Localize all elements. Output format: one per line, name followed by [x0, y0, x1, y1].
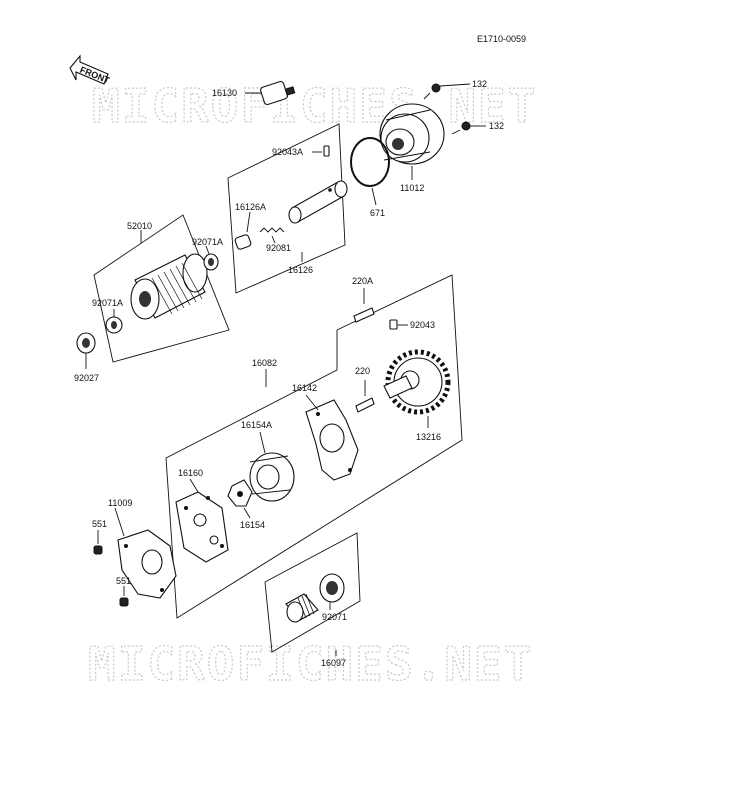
- label-92071A-left: 92071A: [92, 298, 123, 308]
- label-92071: 92071: [322, 612, 347, 622]
- part-132-bolt-b: [451, 121, 486, 135]
- part-11009-cover: [114, 507, 177, 599]
- box-16126: [227, 123, 346, 294]
- part-551-pin-b: [119, 586, 129, 607]
- label-92043: 92043: [410, 320, 435, 330]
- label-16130: 16130: [212, 88, 237, 98]
- label-11009: 11009: [108, 498, 132, 508]
- part-92043-pin: [389, 319, 408, 330]
- label-11012: 11012: [400, 183, 424, 193]
- label-16160: 16160: [178, 468, 203, 478]
- label-16126: 16126: [288, 265, 313, 275]
- label-671: 671: [370, 208, 385, 218]
- part-16154A-outer-rotor: [249, 431, 295, 502]
- part-92071A-oring-left: [105, 309, 123, 334]
- part-16126A-piston: [234, 211, 252, 250]
- part-16142-housing: [305, 394, 359, 481]
- part-92043A-pin: [312, 145, 330, 157]
- part-16154-inner-rotor: [227, 479, 253, 519]
- label-220A: 220A: [352, 276, 373, 286]
- part-92027-collar: [76, 332, 96, 369]
- label-16154: 16154: [240, 520, 265, 530]
- box-52010: [93, 214, 230, 363]
- label-13216: 13216: [416, 432, 441, 442]
- label-16154A: 16154A: [241, 420, 272, 430]
- diagram-code: E1710-0059: [477, 34, 526, 44]
- label-16097: 16097: [321, 658, 346, 668]
- part-92071-bearing: [319, 573, 345, 610]
- label-92043A: 92043A: [272, 147, 303, 157]
- front-arrow-icon: FRONT: [69, 54, 111, 86]
- label-16126A: 16126A: [235, 202, 266, 212]
- part-92081-spring: [259, 227, 285, 244]
- label-92081: 92081: [266, 243, 291, 253]
- label-220: 220: [355, 366, 370, 376]
- part-11012-cover: [379, 103, 445, 180]
- box-16082: [165, 274, 463, 619]
- label-551-a: 551: [92, 519, 107, 529]
- box-16097: [264, 532, 361, 653]
- label-551-b: 551: [116, 576, 131, 586]
- part-551-pin-a: [93, 530, 103, 555]
- part-16130-plug: [245, 80, 296, 106]
- label-132-a: 132: [472, 79, 487, 89]
- part-16126-valve: [288, 180, 348, 224]
- label-52010: 52010: [127, 221, 152, 231]
- label-132-b: 132: [489, 121, 504, 131]
- watermark-top: MICROFICHES.NET: [92, 79, 537, 133]
- label-92071A-top: 92071A: [192, 237, 223, 247]
- part-16160-plate: [175, 478, 229, 563]
- part-52010-filter: [130, 253, 208, 320]
- label-16082: 16082: [252, 358, 277, 368]
- part-132-bolt-a: [423, 83, 471, 100]
- part-220-bolt: [355, 380, 375, 413]
- part-13216-gear: [383, 349, 451, 428]
- label-92027: 92027: [74, 373, 99, 383]
- part-671-oring: [350, 137, 390, 206]
- part-220A-bolt: [353, 288, 375, 323]
- watermark-bottom: MICROFICHES.NET: [88, 637, 533, 691]
- label-16142: 16142: [292, 383, 317, 393]
- part-16097-shaft: [285, 593, 319, 623]
- part-92071A-oring-top: [203, 245, 219, 271]
